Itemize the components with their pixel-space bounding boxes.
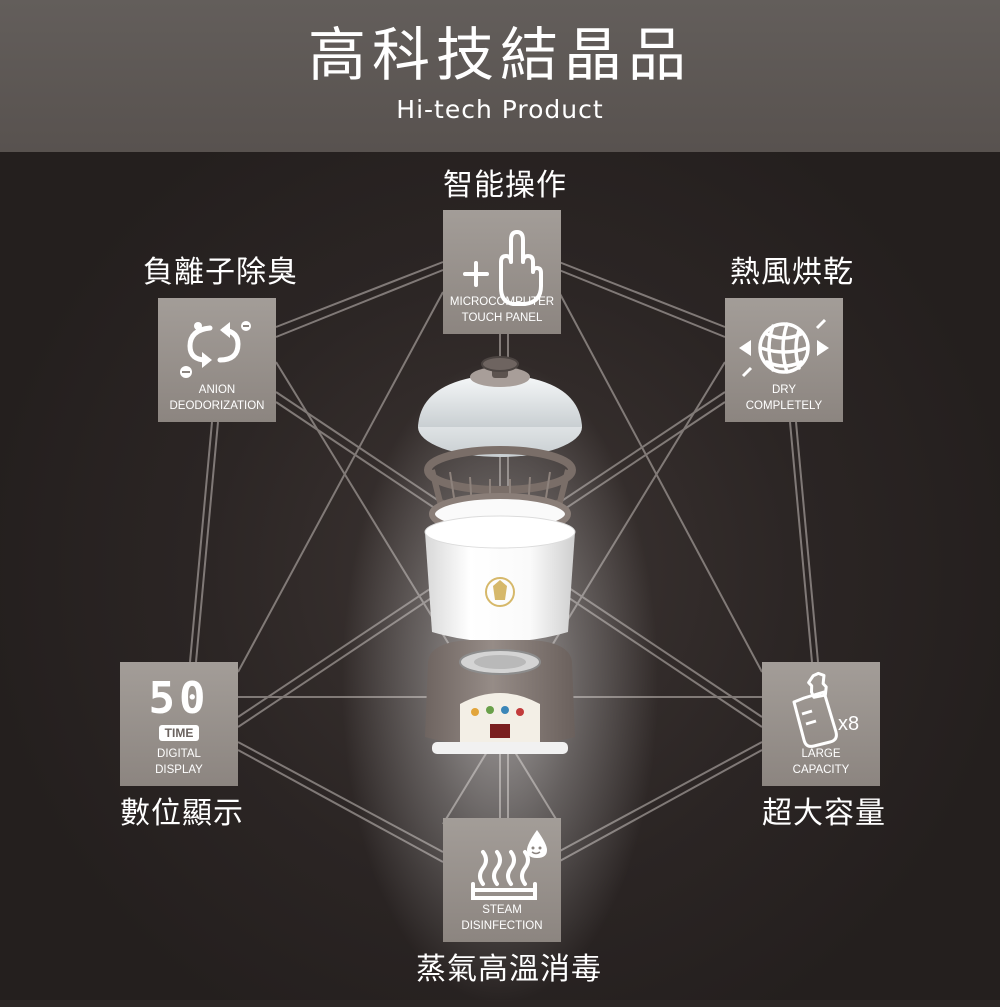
- connector-line: [789, 421, 813, 663]
- feature-large-capacity-zh: 超大容量: [762, 796, 886, 831]
- page-subtitle: Hi-tech Product: [396, 95, 604, 124]
- steam-icon: [471, 830, 547, 900]
- connector-line: [558, 291, 763, 673]
- digital-display-icon: 50 TIME: [120, 676, 238, 741]
- feature-steam-disinfection-zh: 蒸氣高溫消毒: [416, 952, 602, 987]
- connector-line: [275, 261, 444, 328]
- hot-air-dry-icon: [739, 318, 829, 378]
- feature-digital-display: 50 TIME DIGITAL DISPLAY: [120, 662, 238, 786]
- connector-line: [558, 261, 726, 328]
- feature-digital-display-zh: 數位顯示: [120, 796, 244, 831]
- feature-large-capacity: x8 LARGE CAPACITY: [762, 662, 880, 786]
- connector-line: [275, 269, 444, 338]
- feature-dry-completely-zh: 熱風烘乾: [730, 255, 854, 290]
- header-banner: 高科技結晶品 Hi-tech Product: [0, 0, 1000, 152]
- bottle-icon: [792, 671, 838, 748]
- feature-anion-deodorization-en: ANION DEODORIZATION: [169, 384, 265, 412]
- feature-stage: MICROCOMPUTER TOUCH PANEL 智能操作 ANION DEO…: [0, 152, 1000, 1007]
- feature-smart-operation: MICROCOMPUTER TOUCH PANEL: [443, 210, 561, 334]
- touch-hand-icon: [463, 230, 543, 306]
- feature-steam-disinfection-en: STEAM DISINFECTION: [461, 904, 543, 932]
- connector-line: [195, 421, 219, 663]
- digital-display-value: 50: [148, 673, 210, 724]
- sterilizer-product-image: [418, 356, 582, 754]
- feature-anion-deodorization-zh: 負離子除臭: [143, 255, 298, 290]
- feature-smart-operation-zh: 智能操作: [443, 168, 567, 203]
- feature-dry-completely-en: DRY COMPLETELY: [745, 384, 823, 412]
- feature-smart-operation-en: MICROCOMPUTER TOUCH PANEL: [449, 296, 555, 324]
- connector-line: [558, 269, 726, 338]
- anion-cycle-icon: [180, 321, 251, 378]
- page-title: 高科技結晶品: [307, 21, 692, 89]
- feature-steam-disinfection: STEAM DISINFECTION: [443, 818, 561, 942]
- feature-anion-deodorization: ANION DEODORIZATION: [158, 298, 276, 422]
- digital-display-time-label: TIME: [158, 725, 200, 741]
- connector-line: [237, 291, 444, 673]
- connector-line: [189, 421, 213, 663]
- feature-digital-display-en: DIGITAL DISPLAY: [155, 748, 203, 776]
- feature-large-capacity-en: LARGE CAPACITY: [792, 748, 850, 776]
- capacity-count: x8: [838, 713, 860, 735]
- feature-dry-completely: DRY COMPLETELY: [725, 298, 843, 422]
- connector-line: [795, 421, 819, 663]
